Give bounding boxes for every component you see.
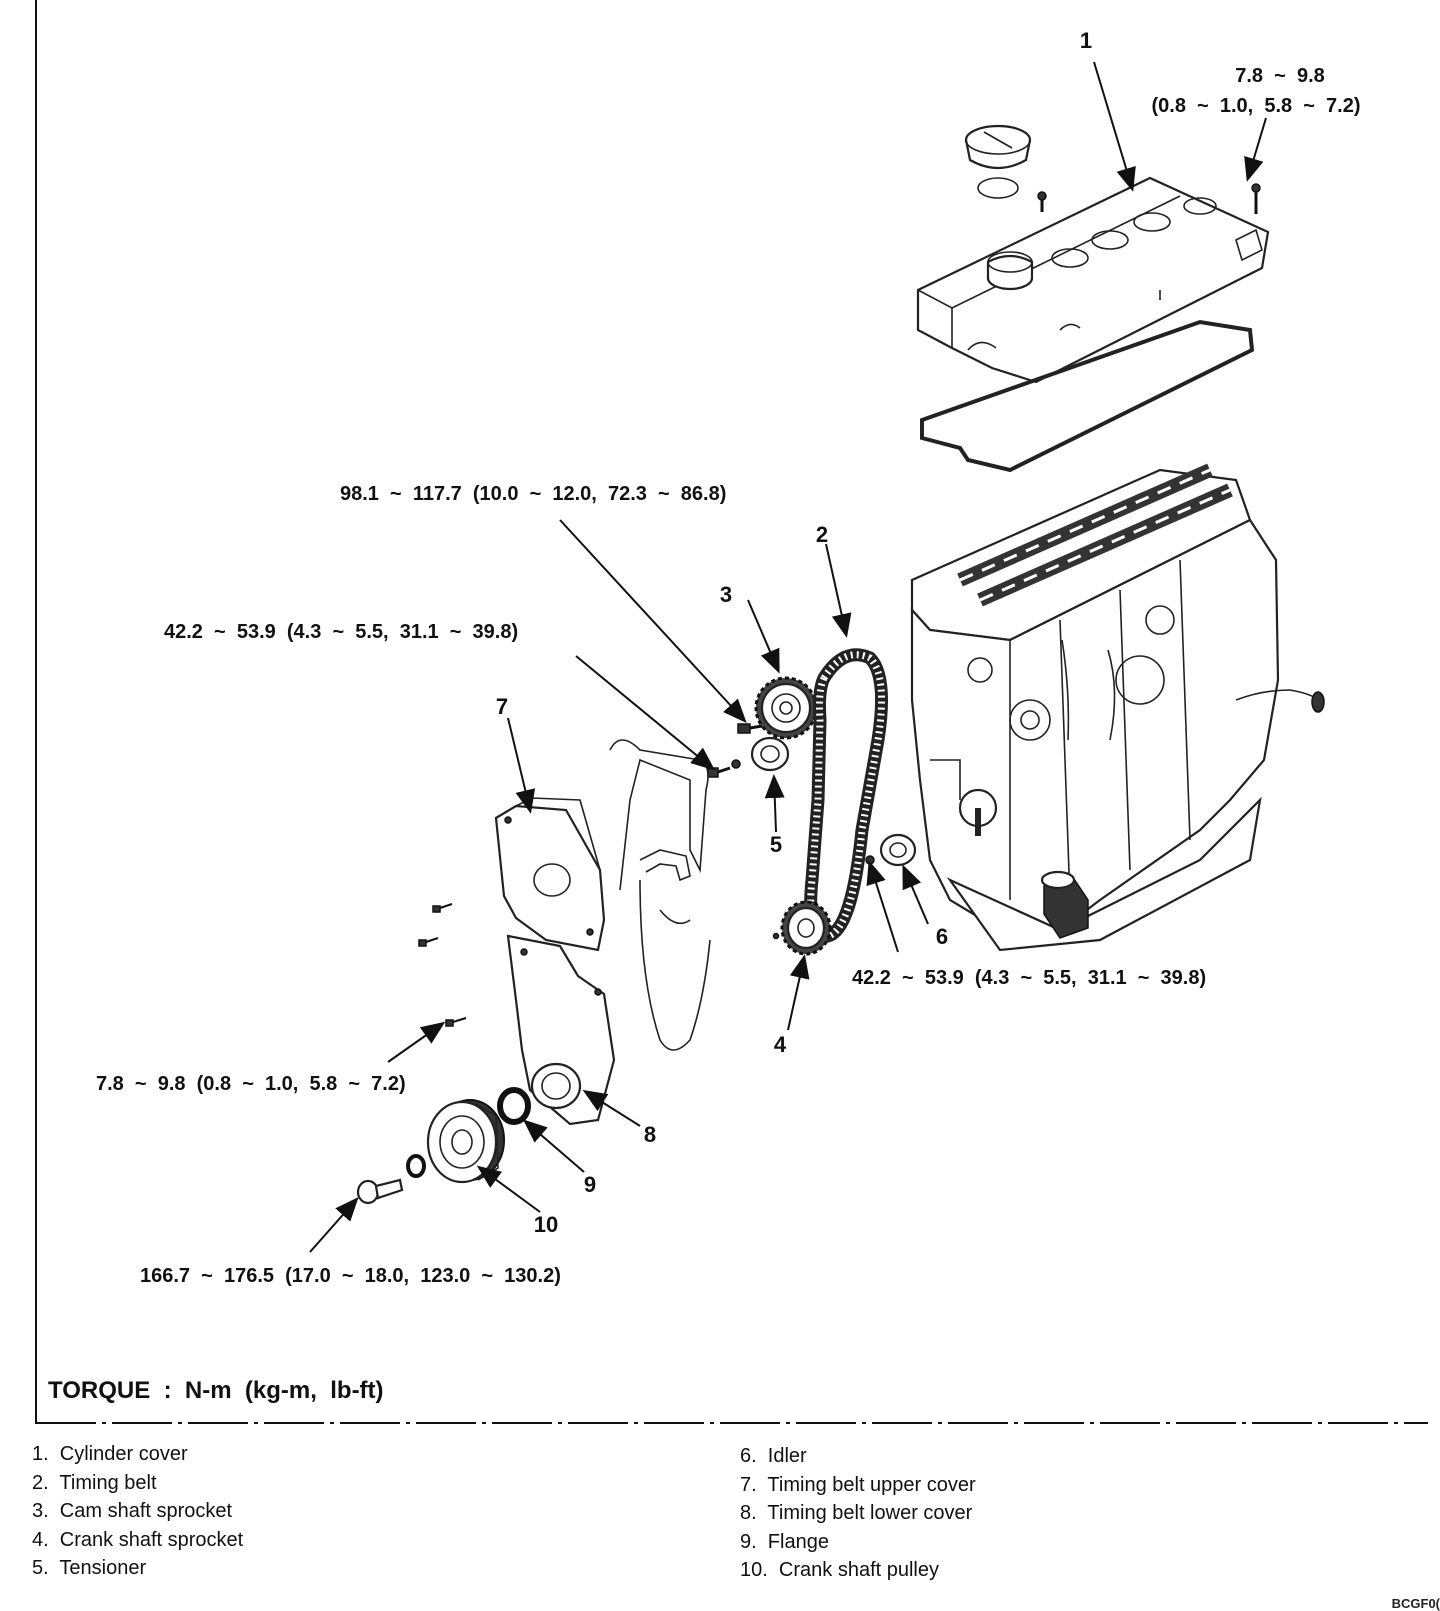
cylinder-cover-gasket [920,319,1255,473]
leader-cover-bolt [1244,117,1267,182]
parts-legend-right: 6. Idler 7. Timing belt upper cover 8. T… [740,1442,976,1585]
leader-5 [764,774,785,833]
idler [865,833,917,867]
cover-seal [659,909,691,925]
callout-9: 9 [584,1172,596,1197]
leader-pulley-bolt [309,1197,359,1253]
cover-bolt [418,937,439,947]
torque-cam-sprocket-bolt: 98.1 ~ 117.7 (10.0 ~ 12.0, 72.3 ~ 86.8) [340,483,726,505]
leader-idler-bolt [866,860,899,953]
torque-crank-pulley-bolt: 166.7 ~ 176.5 (17.0 ~ 18.0, 123.0 ~ 130.… [140,1265,561,1287]
engine-block [910,463,1325,952]
leader-cam-bolt [559,519,747,723]
callout-2: 2 [816,522,828,547]
callout-8: 8 [644,1122,656,1147]
leader-belt-cover-bolt [387,1021,446,1063]
torque-units-heading: TORQUE : N-m (kg-m, lb-ft) [48,1377,384,1404]
torque-cover-bolt-line2: (0.8 ~ 1.0, 5.8 ~ 7.2) [1151,95,1360,117]
tensioner [731,736,790,772]
oil-filler-o-ring [977,177,1019,199]
torque-idler-bolt: 42.2 ~ 53.9 (4.3 ~ 5.5, 31.1 ~ 39.8) [852,967,1206,989]
timing-belt-lower-cover [506,934,616,1126]
oil-filter [1040,870,1089,939]
timing-belt-upper-cover [494,797,606,952]
cover-seal [639,849,691,882]
callout-7: 7 [496,694,508,719]
callout-4: 4 [774,1032,787,1057]
leader-6 [902,864,929,925]
leader-tensioner-bolt [575,655,716,771]
callout-10: 10 [534,1212,558,1237]
legend-item: 4. Crank shaft sprocket [32,1528,244,1551]
legend-item: 9. Flange [740,1530,829,1553]
leader-8 [582,1089,641,1127]
timing-belt-inner [807,651,886,940]
leader-10 [476,1165,541,1213]
legend-item: 5. Tensioner [32,1557,147,1579]
callout-3: 3 [720,582,732,607]
leader-4 [787,954,810,1031]
torque-tensioner-bolt: 42.2 ~ 53.9 (4.3 ~ 5.5, 31.1 ~ 39.8) [164,621,518,643]
tensioner-bolt [707,766,731,778]
cover-bolt [432,903,453,913]
crank-pulley-bolt [356,1178,404,1205]
cylinder-cover-gasket [929,329,1245,463]
cam-sprocket-bolt [737,723,763,734]
oil-filler-cap [964,124,1032,170]
leader-3 [747,599,780,674]
cover-bolt [1251,183,1261,214]
figure-code: BCGF0( [1391,1596,1440,1611]
crank-shaft-sprocket [772,900,832,956]
cam-shaft-sprocket [754,676,818,740]
legend-item: 7. Timing belt upper cover [740,1473,976,1496]
legend-item: 1. Cylinder cover [32,1443,188,1465]
pulley-washer [406,1154,426,1178]
parts-legend-left: 1. Cylinder cover 2. Timing belt 3. Cam … [32,1440,243,1583]
cover-seal [609,739,709,891]
leader-2 [825,543,852,638]
legend-item: 6. Idler [740,1445,807,1467]
callout-6: 6 [936,924,948,949]
torque-cover-bolt-line1: 7.8 ~ 9.8 [1235,65,1325,87]
callout-1: 1 [1080,28,1092,53]
legend-item: 8. Timing belt lower cover [740,1502,973,1524]
cover-bolt [445,1017,467,1027]
flange [497,1087,531,1125]
torque-belt-cover-bolt: 7.8 ~ 9.8 (0.8 ~ 1.0, 5.8 ~ 7.2) [96,1073,406,1095]
cover-bolt [1037,191,1047,212]
leader-1 [1093,61,1136,192]
leader-7 [507,717,536,814]
legend-item: 10. Crank shaft pulley [740,1559,939,1581]
crank-shaft-pulley [426,1099,505,1184]
leader-9 [522,1119,585,1173]
legend-item: 3. Cam shaft sprocket [32,1500,233,1522]
callout-5: 5 [770,832,782,857]
legend-item: 2. Timing belt [32,1471,157,1494]
cylinder-cover [916,176,1270,384]
cover-seal [639,879,711,1051]
